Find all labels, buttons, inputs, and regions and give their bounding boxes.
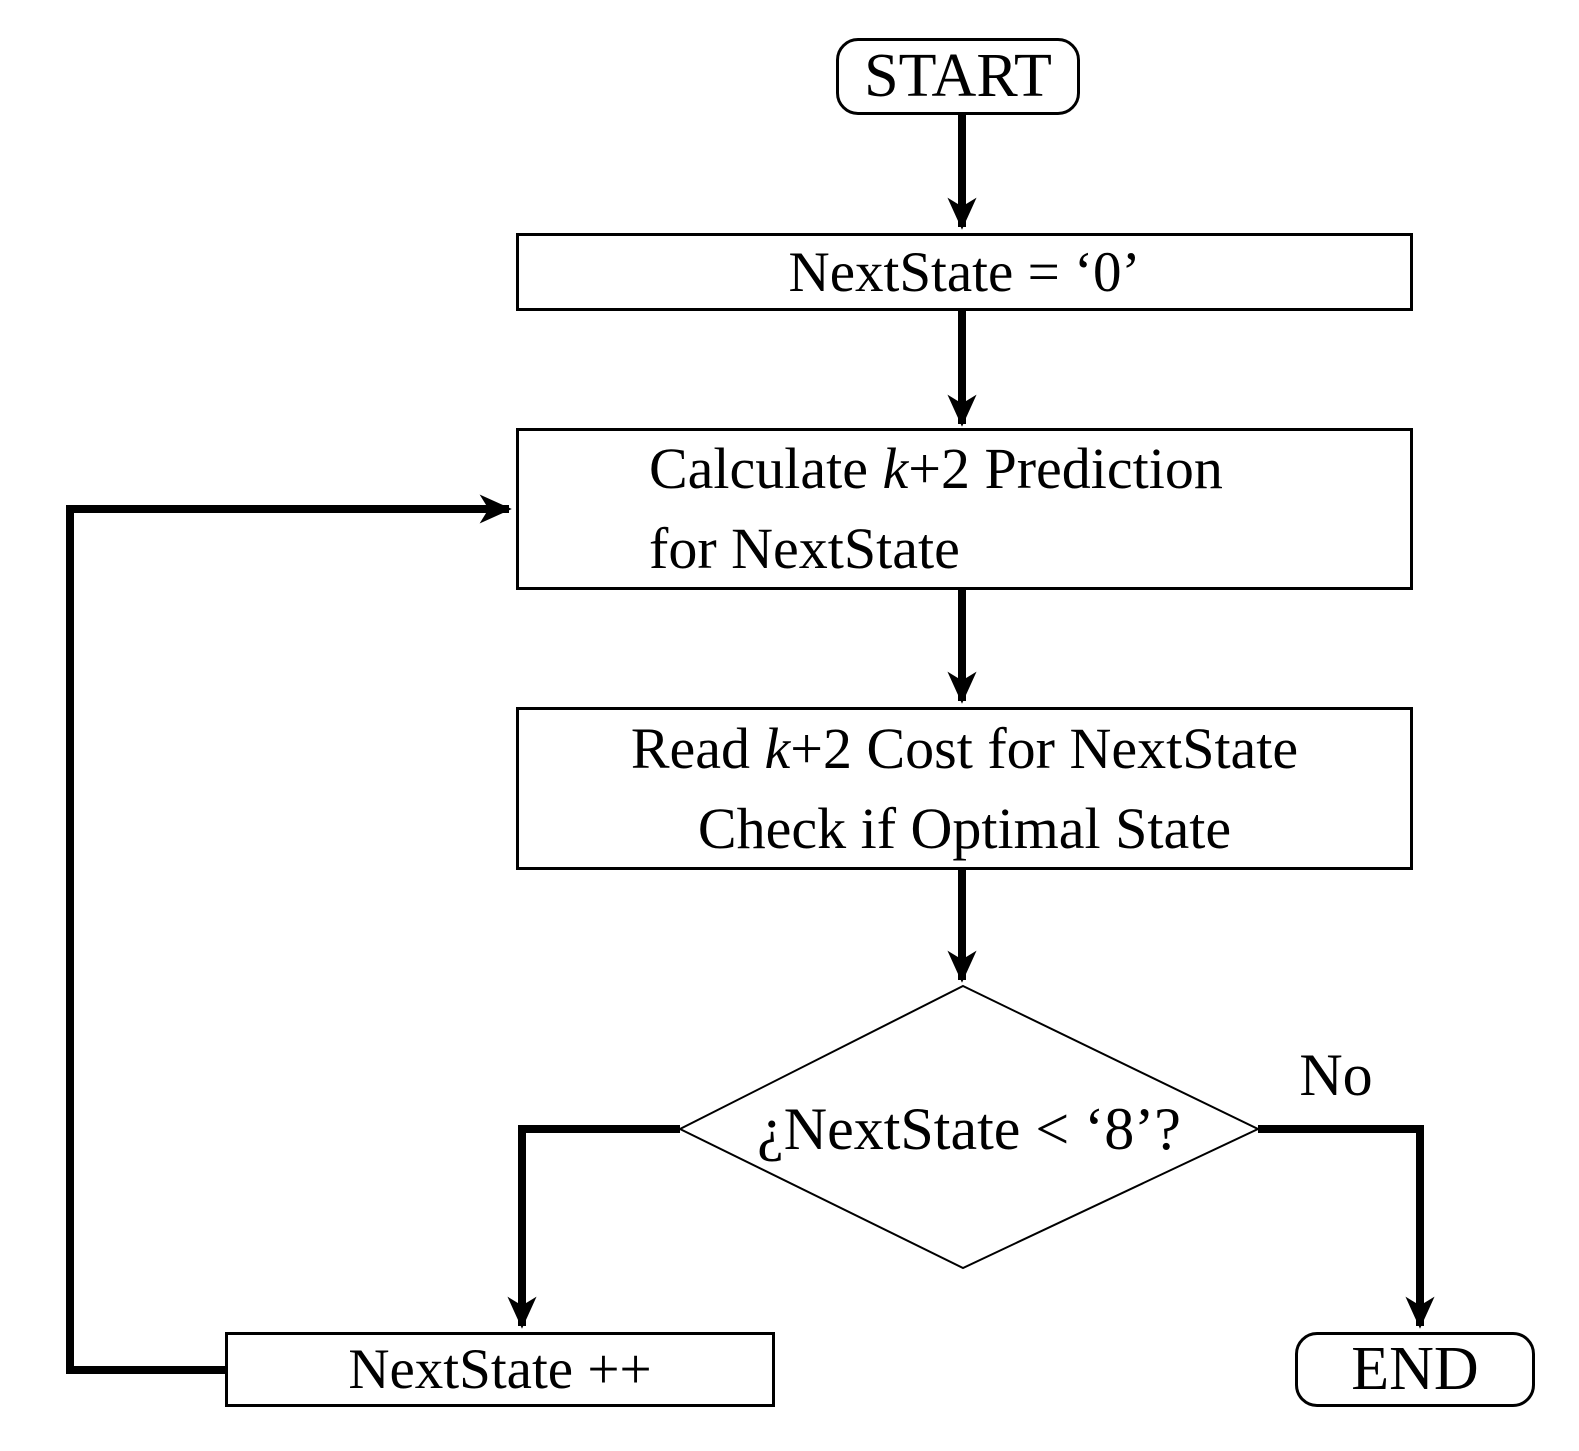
edge-decision-to-increment [507, 1125, 680, 1329]
read-line1-suffix: +2 Cost for NextState [790, 715, 1299, 781]
calc-line1-suffix: +2 Prediction [908, 436, 1223, 501]
edge-increment-loop-to-calc [66, 494, 512, 1374]
init-nextstate-node: NextState = ‘0’ [516, 233, 1413, 311]
read-line1-k-variable: k [764, 715, 791, 781]
increment-nextstate-node: NextState ++ [225, 1332, 775, 1407]
read-cost-line2: Check if Optimal State [697, 795, 1232, 861]
decision-node-label: ¿NextState < ‘8’? [757, 1095, 1181, 1162]
calc-prediction-line1: Calculate k+2 Prediction [649, 429, 1223, 509]
calc-line1-prefix: Calculate [649, 436, 883, 501]
read-cost-node: Read k+2 Cost for NextState Check if Opt… [516, 707, 1413, 870]
start-node: START [836, 38, 1080, 115]
calc-prediction-line2: for NextState [649, 516, 960, 581]
no-branch-label: No [1299, 1041, 1373, 1108]
decision-diamond-shape [677, 984, 1261, 1270]
edge-decision-to-end [1258, 1125, 1435, 1329]
read-cost-line1: Read k+2 Cost for NextState [631, 709, 1298, 789]
calc-prediction-node: Calculate k+2 Prediction for NextState [516, 428, 1413, 590]
calc-line1-k-variable: k [882, 436, 909, 501]
read-line1-prefix: Read [630, 715, 765, 781]
end-node: END [1295, 1332, 1535, 1407]
